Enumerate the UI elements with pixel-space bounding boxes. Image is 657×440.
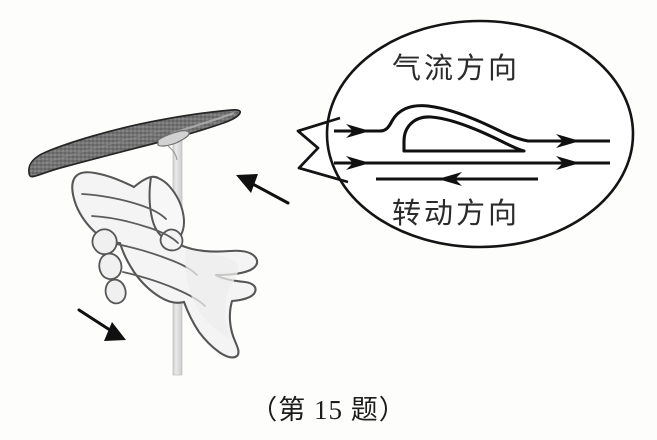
rotation-direction-label: 转动方向: [392, 198, 521, 230]
hand-motion-arrow: [77, 308, 126, 341]
callout-pointer-arrow: [236, 174, 290, 205]
airfoil-diagram: [334, 104, 610, 186]
hand-holding-stick: [71, 171, 259, 359]
figure-caption: （第 15 题）: [250, 395, 407, 425]
lower-streamline: [334, 156, 610, 170]
airflow-direction-label: 气流方向: [392, 53, 521, 85]
propeller-blade: [28, 109, 242, 178]
airfoil-cross-section: [402, 115, 526, 153]
rotation-streamline: [376, 172, 538, 186]
upper-streamline: [334, 104, 610, 148]
